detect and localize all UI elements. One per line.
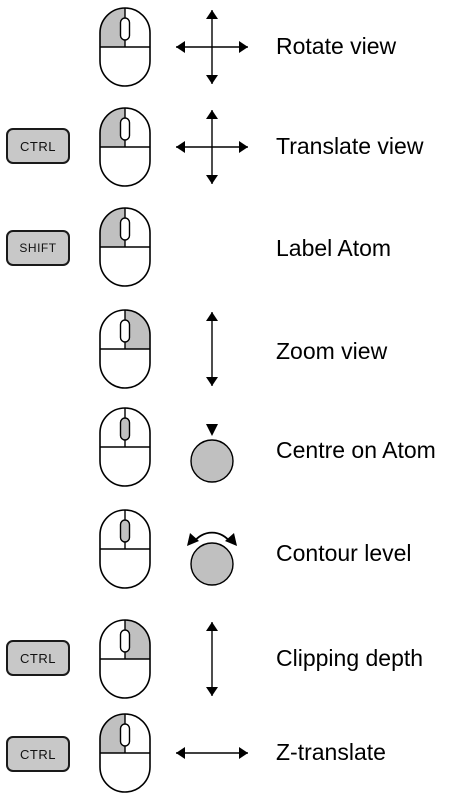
action-label: Z-translate [276,739,386,765]
control-row-zoom-view: Zoom view [0,300,466,400]
action-label: Contour level [276,540,412,566]
vertical-arrow-icon [172,616,252,702]
control-row-rotate-view: Rotate view [0,0,466,100]
ball-rotate-icon [172,506,252,592]
mouse-icon [96,104,154,190]
action-label: Translate view [276,133,424,159]
vertical-arrow-icon [172,306,252,392]
action-label: Rotate view [276,33,397,59]
horizontal-arrow-icon [172,710,252,796]
control-row-label-atom: SHIFT Label Atom [0,200,466,300]
ball-click-icon [172,404,252,490]
four-way-arrows-icon [172,4,252,90]
action-label: Clipping depth [276,645,424,671]
action-label: Zoom view [276,338,388,364]
ctrl-key-icon: CTRL [6,640,70,676]
action-label: Centre on Atom [276,437,436,463]
control-row-centre-on-atom: Centre on Atom [0,400,466,500]
control-row-contour-level: Contour level [0,500,466,600]
mouse-icon [96,404,154,490]
ctrl-key-icon: CTRL [6,736,70,772]
control-row-z-translate: CTRL Z-translate [0,700,466,800]
mouse-icon [96,710,154,796]
mouse-icon [96,506,154,592]
four-way-arrows-icon [172,104,252,190]
mouse-icon [96,306,154,392]
ctrl-key-icon: CTRL [6,128,70,164]
action-label: Label Atom [276,235,392,261]
mouse-icon [96,4,154,90]
mouse-icon [96,616,154,702]
control-row-clipping-depth: CTRL Clipping depth [0,600,466,700]
shift-key-icon: SHIFT [6,230,70,266]
mouse-icon [96,204,154,290]
control-row-translate-view: CTRL Translate view [0,100,466,200]
